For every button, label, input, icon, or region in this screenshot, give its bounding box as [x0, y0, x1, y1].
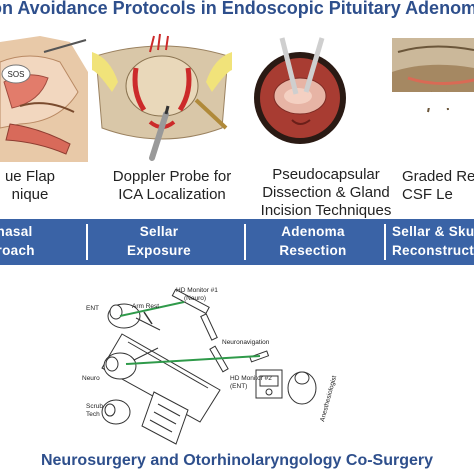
- caption-pseudocapsular-text: Pseudocapsular Dissection & Gland Incisi…: [260, 166, 392, 219]
- hd-monitor-1-sub-label: (Neuro): [184, 295, 206, 302]
- hd-monitor-2-label: HD Monitor #2: [230, 375, 272, 382]
- panel-doppler-probe-illustration: [92, 32, 232, 162]
- sos-label: SOS: [8, 70, 25, 79]
- caption-tissue-flap-text: ue Flap nique: [4, 168, 56, 203]
- stage-label-approach-text: onasal proach: [0, 224, 35, 258]
- caption-tissue-flap: ue Flap nique: [0, 168, 110, 204]
- caption-doppler-probe-text: Doppler Probe for ICA Localization: [112, 168, 232, 203]
- stage-label-adenoma-resection-text: Adenoma Resection: [279, 224, 347, 258]
- panel-reconstruction-illustration: [388, 32, 474, 162]
- stage-label-reconstruction-text: Sellar & Sku Reconstruct: [392, 224, 474, 258]
- neuronavigation-label: Neuronavigation: [222, 339, 270, 346]
- arm-rest-label: Arm Rest: [132, 303, 159, 310]
- stage-label-approach: onasal proach: [0, 222, 68, 260]
- operating-room-layout-diagram: HD Monitor #1 (Neuro) Neuronavigation HD…: [80, 272, 390, 450]
- hd-monitor-2-sub-label: (ENT): [230, 383, 247, 390]
- stage-band: [0, 219, 474, 265]
- stage-divider: [86, 224, 88, 260]
- stage-label-reconstruction: Sellar & Sku Reconstruct: [392, 222, 474, 260]
- figure-footer-text: Neurosurgery and Otorhinolaryngology Co-…: [40, 452, 434, 469]
- hd-monitor-1-label: HD Monitor #1: [176, 287, 218, 294]
- anesthesiologist-label: Anesthesiologist: [319, 375, 338, 423]
- stage-divider: [384, 224, 386, 260]
- caption-graded-repair-text: Graded Re CSF Le: [402, 168, 474, 203]
- caption-graded-repair: Graded Re CSF Le: [402, 168, 474, 204]
- caption-doppler-probe: Doppler Probe for ICA Localization: [92, 168, 252, 204]
- stage-divider: [244, 224, 246, 260]
- figure-footer: Neurosurgery and Otorhinolaryngology Co-…: [0, 452, 474, 470]
- panel-adenoma-resection-illustration: [252, 32, 348, 162]
- stage-label-sellar-exposure: Sellar Exposure: [104, 222, 214, 260]
- figure-title-text: ion Avoidance Protocols in Endoscopic Pi…: [0, 0, 474, 18]
- stage-label-adenoma-resection: Adenoma Resection: [258, 222, 368, 260]
- panel-nasoseptal-flap-illustration: SOS: [0, 32, 88, 162]
- ent-label: ENT: [86, 305, 99, 312]
- caption-pseudocapsular: Pseudocapsular Dissection & Gland Incisi…: [246, 166, 406, 220]
- scrub-label: Scrub Tech: [86, 403, 105, 418]
- neuro-label: Neuro: [82, 375, 100, 382]
- stage-label-sellar-exposure-text: Sellar Exposure: [127, 224, 191, 258]
